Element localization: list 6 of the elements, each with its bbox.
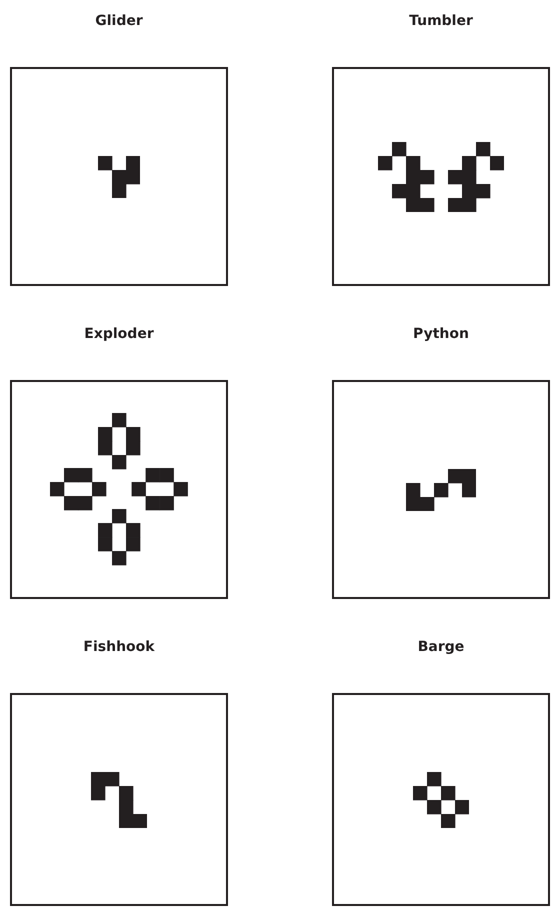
panel-title: Glider (94, 13, 144, 29)
panel-title: Python (412, 326, 470, 342)
panel-title: Barge (416, 639, 466, 655)
panel-title: Fishhook (82, 639, 156, 655)
panel-title: Tumbler (408, 13, 474, 29)
panel-title: Exploder (83, 326, 155, 342)
